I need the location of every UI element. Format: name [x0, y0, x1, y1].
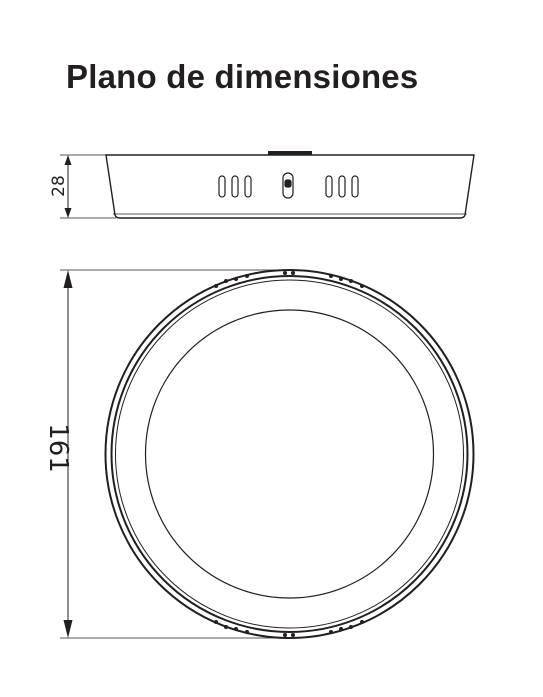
side-view-body — [105, 154, 475, 219]
height-dimension-label: 28 — [49, 175, 69, 197]
side-view-vent-slots-right — [325, 175, 359, 198]
side-view-top-lip — [268, 151, 312, 155]
diameter-dimension-label: 161 — [43, 423, 73, 473]
diameter-dimension — [60, 269, 285, 639]
outer-ring — [104, 269, 475, 639]
top-view — [104, 269, 475, 639]
outer-ring-inner-edge — [110, 275, 469, 633]
side-view — [105, 151, 475, 219]
light-panel-circle — [144, 309, 435, 599]
arrow-up-icon — [64, 155, 72, 165]
page-title: Plano de dimensiones — [66, 58, 419, 95]
side-view-switch — [282, 172, 294, 199]
arrow-down-icon — [64, 208, 72, 218]
arrow-up-icon — [63, 270, 73, 288]
top-view-dots-bottom — [214, 620, 364, 637]
inner-edge-ring — [115, 279, 464, 629]
side-view-vent-slots-left — [218, 175, 252, 198]
height-dimension — [60, 154, 116, 219]
top-view-dots-top — [214, 271, 364, 288]
arrow-down-icon — [63, 620, 73, 638]
